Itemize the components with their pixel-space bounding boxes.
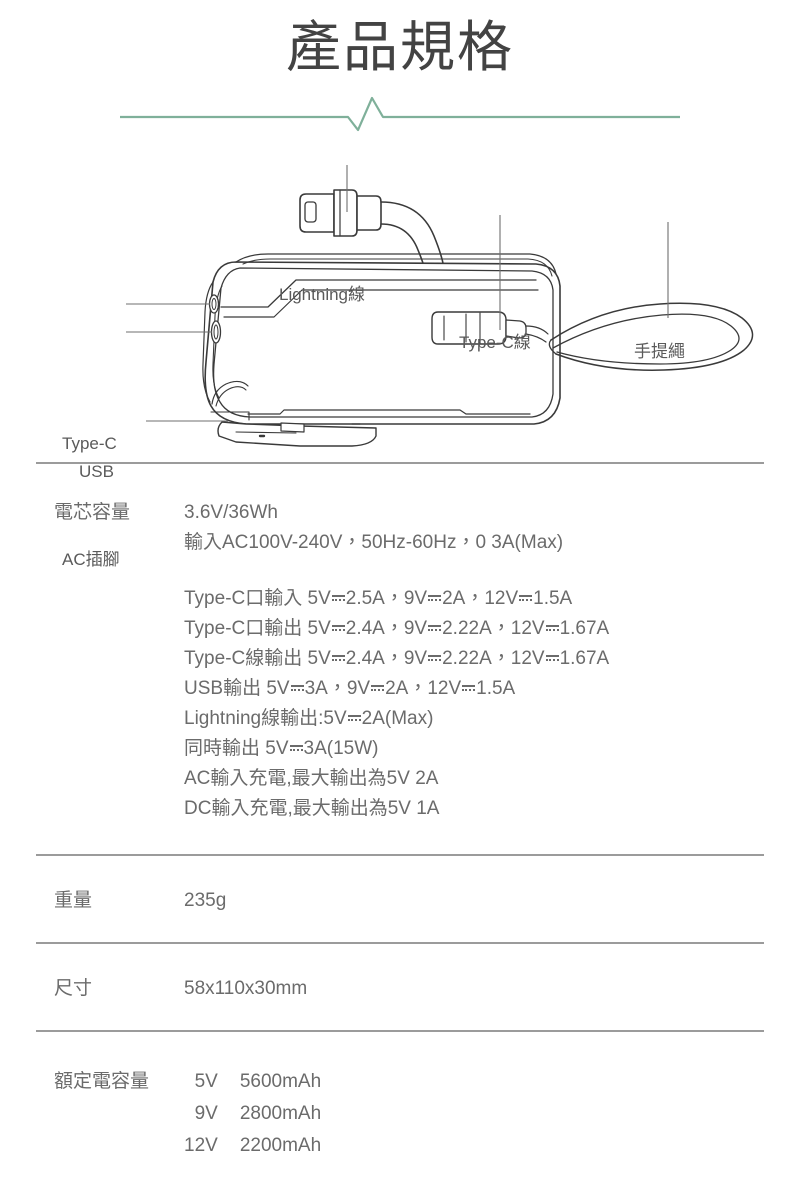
table-row-weight: 重量 235g [0,856,800,942]
dc-symbol-icon [545,653,559,664]
typec-port-input-seg2: 2A，12V [442,588,519,609]
typec-cable-output-prefix: Type-C線輸出 5V [184,648,331,669]
spec-value-weight: 235g [184,890,227,911]
simultaneous-output-prefix: 同時輸出 5V [184,738,289,759]
header: 產品規格 [0,0,800,145]
typec-port-output-seg3: 1.67A [559,618,610,639]
ac-input-line: 輸入AC100V-240V，50Hz-60Hz，0 3A(Max) [184,532,564,553]
product-illustration: Lightning線 Type-C線 手提繩 Type-C USB AC插腳 [0,140,800,569]
typec-port-input-prefix: Type-C口輸入 5V [184,588,331,609]
rated-capacity-table: 5V 5600mAh 9V 2800mAh 12V 2200mAh [184,1066,321,1162]
simultaneous-output-line: 同時輸出 5V 3A(15W) [184,734,764,764]
lightning-output-line: Lightning線輸出:5V 2A(Max) [184,704,764,734]
table-divider-top [36,462,764,464]
capacity-mah: 2200mAh [239,1135,322,1156]
callout-label-typec-port: Type-C [62,434,117,453]
dc-symbol-icon [428,593,442,604]
table-divider-dimensions [36,942,764,944]
callout-label-ac-prongs: AC插腳 [62,550,120,569]
lightning-output-prefix: Lightning線輸出:5V [184,708,347,729]
typec-port-input-seg1: 2.5A，9V [345,588,428,609]
dc-symbol-icon [545,623,559,634]
typec-port-input-seg3: 1.5A [533,588,573,609]
battery-capacity-line: 3.6V/36Wh [184,502,278,523]
capacity-mah: 2800mAh [239,1103,322,1124]
capacity-mah: 5600mAh [239,1071,322,1092]
table-divider-capacity [36,1030,764,1032]
callout-label-usb-port: USB [79,462,114,481]
typec-cable-output-line: Type-C線輸出 5V 2.4A，9V 2.22A，12V 1.67A [184,644,764,674]
dc-symbol-icon [428,623,442,634]
capacity-voltage: 9V [194,1103,218,1124]
typec-port-output-seg1: 2.4A，9V [345,618,428,639]
callout-label-hand-strap: 手提繩 [634,342,685,361]
usb-output-seg1: 3A，9V [304,678,371,699]
dc-symbol-icon [289,743,303,754]
usb-output-seg2: 2A，12V [385,678,462,699]
dc-symbol-icon [331,653,345,664]
dc-symbol-icon [347,713,361,724]
dc-symbol-icon [462,683,476,694]
spec-key-rated-capacity: 額定電容量 [54,1071,150,1092]
spacer [184,558,764,584]
capacity-voltage: 12V [184,1135,218,1156]
dc-symbol-icon [428,653,442,664]
usb-output-seg3: 1.5A [476,678,516,699]
spec-key-weight: 重量 [54,890,93,911]
typec-port-output-line: Type-C口輸出 5V 2.4A，9V 2.22A，12V 1.67A [184,614,764,644]
dc-symbol-icon [331,623,345,634]
spec-key-battery: 電芯容量 [54,502,131,523]
typec-port-input-line: Type-C口輸入 5V 2.5A，9V 2A，12V 1.5A [184,584,764,614]
spec-value-dimensions: 58x110x30mm [184,978,308,999]
decorative-pulse-divider [118,92,682,140]
table-divider-weight [36,854,764,856]
usb-output-line: USB輸出 5V 3A，9V 2A，12V 1.5A [184,674,764,704]
callout-label-typec-cable: Type-C線 [459,333,531,352]
dc-symbol-icon [331,593,345,604]
lightning-output-seg1: 2A(Max) [361,708,434,729]
spec-value-rated-capacity: 5V 5600mAh 9V 2800mAh 12V 2200mAh [184,1066,321,1162]
spec-key-dimensions: 尺寸 [54,978,93,999]
dc-symbol-icon [519,593,533,604]
typec-port-output-seg2: 2.22A，12V [442,618,545,639]
typec-cable-output-seg2: 2.22A，12V [442,648,545,669]
typec-cable-output-seg3: 1.67A [559,648,610,669]
spec-value-battery: 3.6V/36Wh 輸入AC100V-240V，50Hz-60Hz，0 3A(M… [184,464,764,854]
specifications-table: 電芯容量 3.6V/36Wh 輸入AC100V-240V，50Hz-60Hz，0… [0,462,800,1162]
table-row: 9V 2800mAh [184,1098,322,1130]
simultaneous-output-seg1: 3A(15W) [303,738,379,759]
typec-cable-output-seg1: 2.4A，9V [345,648,428,669]
table-row-dimensions: 尺寸 58x110x30mm [0,944,800,1030]
table-row-battery: 電芯容量 3.6V/36Wh 輸入AC100V-240V，50Hz-60Hz，0… [0,464,800,854]
table-row-rated-capacity: 額定電容量 5V 5600mAh 9V 2800mAh 12V [0,1032,800,1162]
dc-charging-line: DC輸入充電,最大輸出為5V 1A [184,798,440,819]
dc-symbol-icon [290,683,304,694]
ac-charging-line: AC輸入充電,最大輸出為5V 2A [184,768,439,789]
page-title: 產品規格 [285,15,514,79]
usb-output-prefix: USB輸出 5V [184,678,290,699]
capacity-voltage: 5V [194,1071,218,1092]
table-row: 5V 5600mAh [184,1066,322,1098]
callout-label-lightning-cable: Lightning線 [279,285,366,304]
table-row: 12V 2200mAh [184,1130,321,1162]
typec-port-output-prefix: Type-C口輸出 5V [184,618,331,639]
dc-symbol-icon [371,683,385,694]
